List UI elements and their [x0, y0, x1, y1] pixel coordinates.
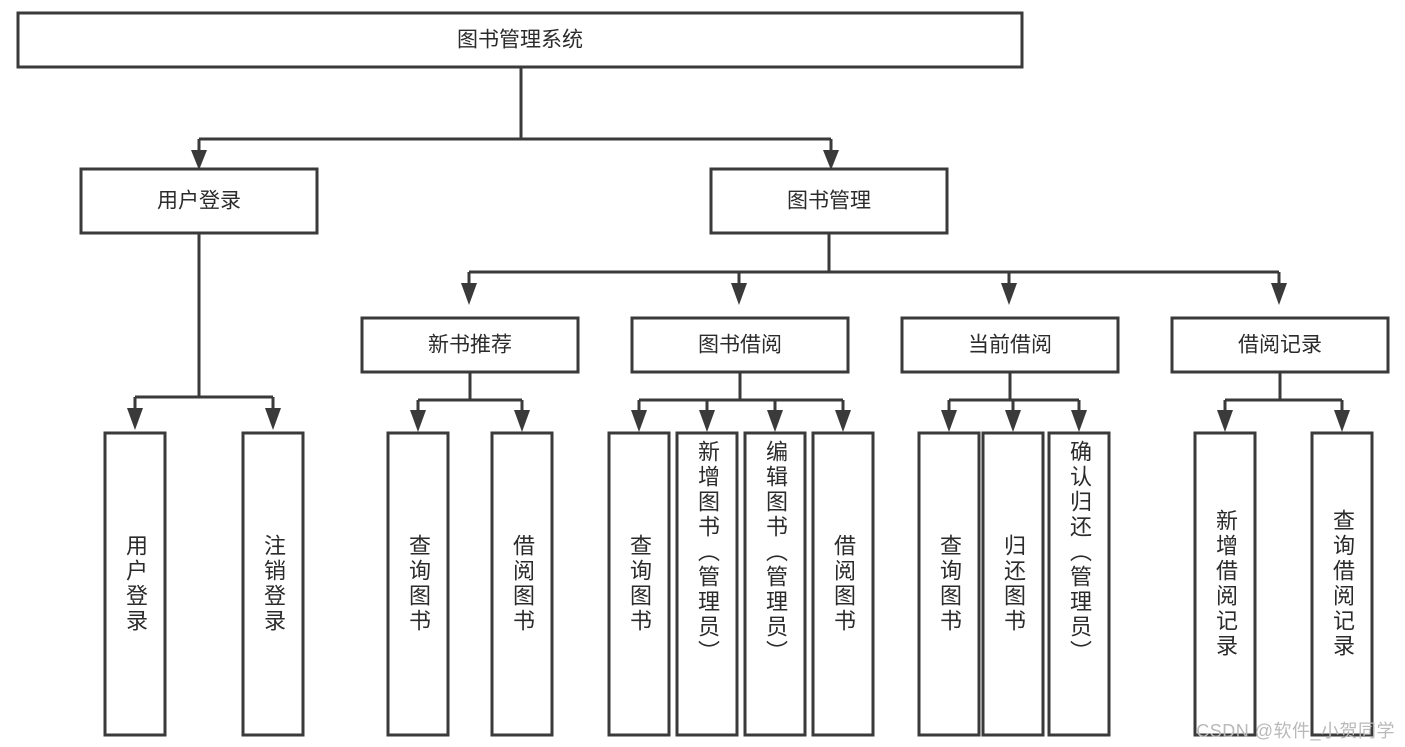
- leaf-box-new-book-0[interactable]: [386, 431, 450, 737]
- node-current-borrow[interactable]: 当前借阅: [900, 316, 1120, 374]
- arrow-head-icon: [1001, 283, 1017, 305]
- node-current-borrow-box: [900, 316, 1120, 374]
- connector-root-to-level2: [191, 67, 839, 170]
- arrow-head-icon: [823, 150, 839, 170]
- arrow-head-icon: [191, 150, 207, 170]
- arrow-head-icon: [265, 408, 281, 430]
- node-current-borrow-label: 当前借阅: [968, 334, 1052, 357]
- node-root-label: 图书管理系统: [457, 29, 583, 52]
- node-user-login-label: 用户登录: [157, 190, 241, 213]
- node-root[interactable]: 图书管理系统: [16, 11, 1024, 69]
- node-new-book-recommend-label: 新书推荐: [428, 334, 512, 357]
- arrow-head-icon: [835, 410, 851, 432]
- node-book-management-label: 图书管理: [787, 190, 871, 213]
- node-borrow-record-label: 借阅记录: [1238, 334, 1322, 357]
- connector-new-book-recommend-to-leaves: [410, 372, 530, 432]
- arrow-head-icon: [1271, 283, 1287, 305]
- arrow-head-icon: [410, 410, 426, 432]
- leaf-box-current-borrow-1[interactable]: [981, 431, 1045, 737]
- connector-book-borrow-to-leaves: [631, 372, 851, 432]
- node-book-borrow-label: 图书借阅: [698, 334, 782, 357]
- arrow-head-icon: [127, 408, 143, 430]
- arrow-head-icon: [1217, 410, 1233, 432]
- arrow-head-icon: [941, 410, 957, 432]
- leaf-box-book-borrow-0[interactable]: [607, 431, 671, 737]
- leaf-box-borrow-record-1[interactable]: [1310, 431, 1374, 737]
- node-borrow-record[interactable]: 借阅记录: [1170, 316, 1390, 374]
- arrow-head-icon: [1071, 410, 1087, 432]
- node-new-book-recommend-box: [360, 316, 580, 374]
- node-book-management[interactable]: 图书管理: [709, 167, 949, 235]
- leaf-box-book-borrow-3[interactable]: [811, 431, 875, 737]
- leaf-box-current-borrow-2[interactable]: [1047, 431, 1111, 737]
- node-book-borrow[interactable]: 图书借阅: [630, 316, 850, 374]
- connector-borrow-record-to-leaves: [1217, 372, 1350, 432]
- watermark: CSDN @软件_小贺同学: [1196, 721, 1395, 741]
- arrow-head-icon: [1334, 410, 1350, 432]
- connector-current-borrow-to-leaves: [941, 372, 1087, 432]
- leaf-box-current-borrow-0[interactable]: [917, 431, 981, 737]
- arrow-head-icon: [1005, 410, 1021, 432]
- connector-book-management-to-level3: [461, 233, 1287, 305]
- node-user-login-box: [79, 167, 319, 235]
- arrow-head-icon: [699, 410, 715, 432]
- leaf-box-book-borrow-1[interactable]: [675, 431, 739, 737]
- arrow-head-icon: [767, 410, 783, 432]
- node-new-book-recommend[interactable]: 新书推荐: [360, 316, 580, 374]
- connector-user-login-to-leaves: [127, 233, 281, 430]
- node-root-box: [16, 11, 1024, 69]
- arrow-head-icon: [461, 283, 477, 305]
- leaf-box-borrow-record-0[interactable]: [1193, 431, 1257, 737]
- arrow-head-icon: [731, 283, 747, 305]
- leaf-box-book-borrow-2[interactable]: [743, 431, 807, 737]
- leaf-box-user-login-1[interactable]: [241, 431, 305, 737]
- arrow-head-icon: [631, 410, 647, 432]
- leaf-box-user-login-0[interactable]: [103, 431, 167, 737]
- leaf-box-new-book-1[interactable]: [490, 431, 554, 737]
- arrow-head-icon: [514, 410, 530, 432]
- node-user-login[interactable]: 用户登录: [79, 167, 319, 235]
